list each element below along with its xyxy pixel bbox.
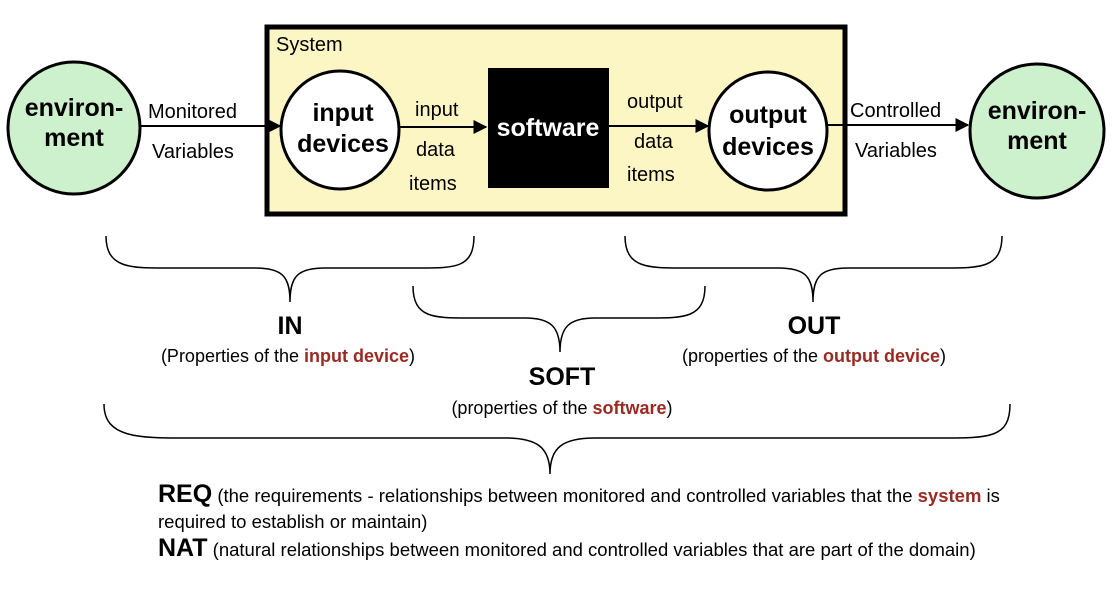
out-title: OUT [788, 312, 841, 340]
soft-brace [412, 285, 706, 353]
software-label: software [497, 114, 600, 142]
out-description: (properties of the output device) [682, 346, 946, 366]
output-devices-node: output devices [707, 70, 829, 192]
req-definition: REQ (the requirements - relationships be… [158, 481, 1058, 535]
definitions-block: REQ (the requirements - relationships be… [158, 481, 1058, 563]
in-title: IN [278, 312, 303, 340]
output-data-label-1: output [627, 91, 683, 113]
output-data-label-2: data [634, 131, 674, 153]
nat-keyword: NAT [158, 534, 208, 562]
input-data-label-3: items [409, 173, 457, 195]
req-brace [103, 403, 1011, 475]
output-data-label-3: items [627, 164, 675, 186]
req-text-post: is required to establish or maintain) [158, 485, 1000, 532]
variables-right-label: Variables [855, 140, 937, 162]
in-description: (Properties of the input device) [161, 346, 415, 366]
req-keyword: REQ [158, 480, 213, 508]
environment-left-node: environ- ment [6, 60, 142, 196]
input-devices-line2: devices [297, 130, 389, 158]
nat-text: (natural relationships between monitored… [207, 539, 976, 560]
environment-right-line2: ment [1007, 127, 1067, 155]
environment-right-node: environ- ment [968, 62, 1106, 200]
input-devices-line1: input [312, 99, 374, 127]
nat-definition: NAT (natural relationships between monit… [158, 535, 1058, 563]
environment-right-line1: environ- [988, 97, 1087, 125]
variables-left-label: Variables [152, 141, 234, 163]
software-node: software [488, 68, 609, 188]
environment-left-line2: ment [44, 124, 104, 152]
monitored-label: Monitored [148, 101, 237, 123]
soft-title: SOFT [529, 363, 596, 391]
soft-description: (properties of the software) [451, 398, 672, 418]
environment-left-line1: environ- [25, 94, 124, 122]
controlled-label: Controlled [850, 100, 941, 122]
input-devices-node: input devices [279, 69, 401, 191]
req-highlight: system [917, 485, 982, 506]
req-text-pre: (the requirements - relationships betwee… [212, 485, 918, 506]
output-devices-line2: devices [722, 133, 814, 161]
output-devices-line1: output [729, 101, 807, 129]
in-brace [105, 235, 475, 303]
out-brace [624, 235, 1003, 303]
input-data-label-2: data [416, 139, 456, 161]
system-title: System [276, 34, 343, 56]
input-data-label-1: input [415, 99, 459, 121]
